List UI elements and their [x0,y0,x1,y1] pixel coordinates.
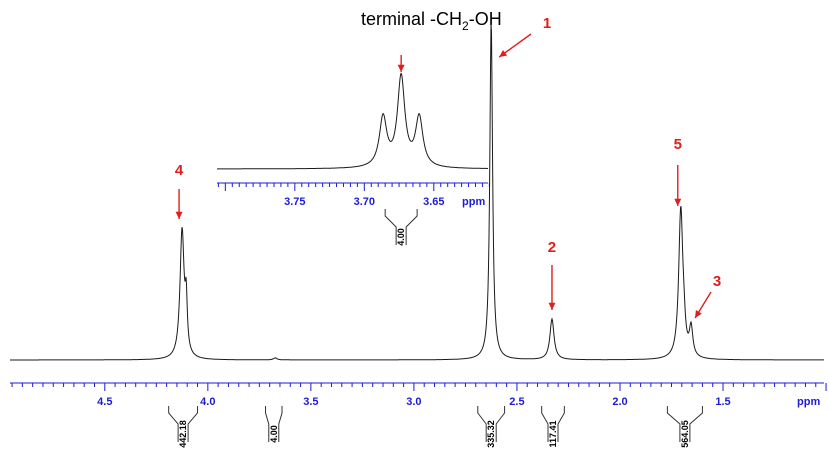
inset-peak-arrow-head [397,64,405,72]
inset-x-axis: 3.75 3.70 3.65 ppm [217,182,490,208]
main-tick-label: 4.0 [200,396,215,408]
peak-annotations: 1 2 3 4 5 [175,15,721,319]
inset-tick-label: 3.75 [284,196,305,208]
main-tick-label: 4.5 [97,396,112,408]
chart-title: terminal -CH2-OH [361,9,502,33]
main-integral-bracket [666,406,703,442]
main-integral-value: 117.41 [548,420,558,447]
peak-label-2: 2 [548,239,556,256]
peak-3-arrow-head [695,310,702,318]
title-main: terminal -CH [361,9,462,29]
main-x-axis: 4.5 4.0 3.5 3.0 2.5 2.0 1.5 ppm [10,382,827,408]
main-tick-label: 1.5 [715,396,730,408]
main-integral-bracket [477,406,506,442]
main-tick-label: 3.5 [303,396,318,408]
inset-axis-unit: ppm [462,196,485,208]
spectrum-traces [10,24,824,361]
peak-2-arrow-head [548,302,556,310]
main-integral-value: 335.32 [486,420,496,448]
main-tick-label: 2.5 [509,396,524,408]
main-tick-label: 2.0 [612,396,627,408]
peak-5-arrow-head [674,198,682,206]
main-integral-bracket [265,406,283,442]
integral-brackets: 442.18 4.00 335.32 117.41 564.05 4.00 [168,209,703,448]
peak-label-1: 1 [543,15,551,32]
main-integral-value: 564.05 [680,420,690,448]
title-subscript: 2 [462,19,469,33]
peak-4-arrow-head [175,211,183,219]
peak-label-4: 4 [175,162,184,179]
inset-tick-label: 3.70 [354,196,375,208]
peak-label-5: 5 [674,136,682,153]
inset-integral-bracket [384,209,418,245]
title-suffix: -OH [469,9,502,29]
inset-integral-value: 4.00 [396,228,406,246]
main-integral-value: 442.18 [178,420,188,448]
inset-spectrum-line [217,72,488,170]
main-integral-value: 4.00 [269,425,279,443]
peak-1-arrow-head [499,49,508,57]
main-axis-unit: ppm [797,396,820,408]
main-spectrum-line [10,24,824,361]
main-integral-bracket [541,406,565,442]
inset-tick-label: 3.65 [423,196,444,208]
main-tick-label: 3.0 [406,396,421,408]
main-integral-bracket [168,406,199,442]
peak-label-3: 3 [713,273,721,290]
